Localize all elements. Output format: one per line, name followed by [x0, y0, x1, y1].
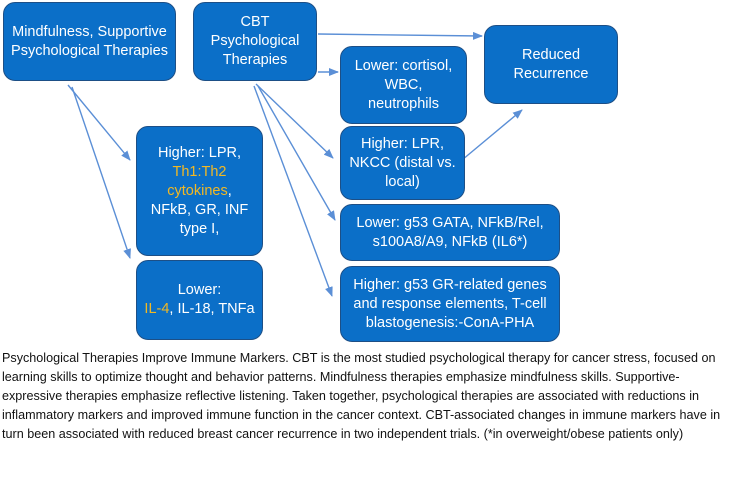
arrow-higher-lpr-to-reduced [461, 109, 523, 161]
figure-caption: Psychological Therapies Improve Immune M… [2, 351, 721, 441]
il4-highlight: IL-4 [144, 301, 170, 317]
higher-g53-box: Higher: g53 GR-related genes and respons… [340, 266, 560, 342]
mindfulness-box: Mindfulness, Supportive Psychological Th… [3, 2, 176, 81]
higher-th1-text-2: , NFkB, GR, INF type I, [150, 182, 249, 237]
lower-g53-box: Lower: g53 GATA, NFkB/Rel, s100A8/A9, NF… [340, 204, 560, 261]
lower-il4-text-2: , IL-18, TNFa [169, 301, 255, 317]
arrow-cbt-to-higher-lpr [255, 83, 334, 159]
lower-il4-text-1: Lower: [177, 282, 222, 298]
arrow-cbt-to-higher-g53 [253, 85, 333, 297]
higher-th1-box: Higher: LPR, Th1:Th2 cytokines, NFkB, GR… [136, 126, 263, 256]
arrow-cbt-to-lower-g53 [257, 85, 336, 221]
lower-cortisol-box: Lower: cortisol, WBC, neutrophils [340, 46, 467, 124]
arrow-mind-to-lower-il4 [71, 86, 131, 259]
th1-th2-highlight: Th1:Th2 cytokines [167, 163, 228, 199]
arrow-cbt-to-reduced [317, 31, 483, 40]
arrow-mind-to-higher-th1 [67, 84, 131, 161]
higher-lpr-nkcc-box: Higher: LPR, NKCC (distal vs. local) [340, 126, 465, 200]
lower-il4-box: Lower: IL-4, IL-18, TNFa [136, 260, 263, 340]
reduced-recurrence-box: Reduced Recurrence [484, 25, 618, 104]
cbt-box: CBT Psychological Therapies [193, 2, 317, 81]
higher-th1-text-1: Higher: LPR, [157, 144, 241, 161]
